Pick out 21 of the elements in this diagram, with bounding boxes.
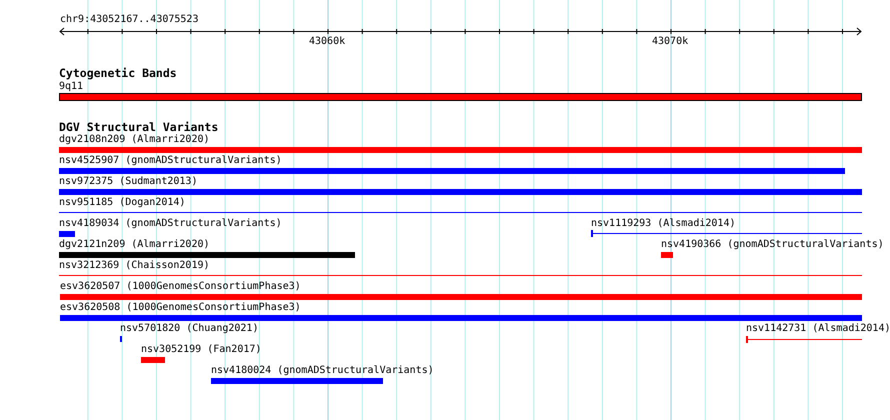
feature-label: nsv4525907 (gnomADStructuralVariants) bbox=[59, 155, 282, 167]
feature-label: nsv5701820 (Chuang2021) bbox=[120, 323, 258, 335]
track-heading: DGV Structural Variants bbox=[59, 121, 218, 133]
feature-label: dgv2108n209 (Almarri2020) bbox=[59, 134, 210, 146]
feature-label: nsv1142731 (Alsmadi2014) bbox=[746, 323, 890, 335]
feature-label: esv3620507 (1000GenomesConsortiumPhase3) bbox=[60, 281, 301, 293]
feature-label: nsv1119293 (Alsmadi2014) bbox=[591, 218, 736, 230]
feature-label: 9q11 bbox=[59, 81, 84, 93]
region-label: chr9:43052167..43075523 bbox=[60, 14, 198, 26]
feature-label: esv3620508 (1000GenomesConsortiumPhase3) bbox=[60, 302, 301, 314]
tick-label: 43070k bbox=[652, 36, 688, 48]
feature-label: nsv951185 (Dogan2014) bbox=[59, 197, 186, 209]
feature-label: nsv4190366 (gnomADStructuralVariants) bbox=[661, 239, 884, 251]
feature-label: nsv4189034 (gnomADStructuralVariants) bbox=[59, 218, 282, 230]
feature-label: nsv3052199 (Fan2017) bbox=[141, 344, 262, 356]
feature-label: nsv4180024 (gnomADStructuralVariants) bbox=[211, 365, 434, 377]
track-heading: Cytogenetic Bands bbox=[59, 67, 177, 79]
feature-label: nsv3212369 (Chaisson2019) bbox=[59, 260, 210, 272]
tick-label: 43060k bbox=[309, 36, 346, 48]
feature-label: nsv972375 (Sudmant2013) bbox=[59, 176, 198, 188]
feature-label: dgv2121n209 (Almarri2020) bbox=[59, 239, 210, 251]
